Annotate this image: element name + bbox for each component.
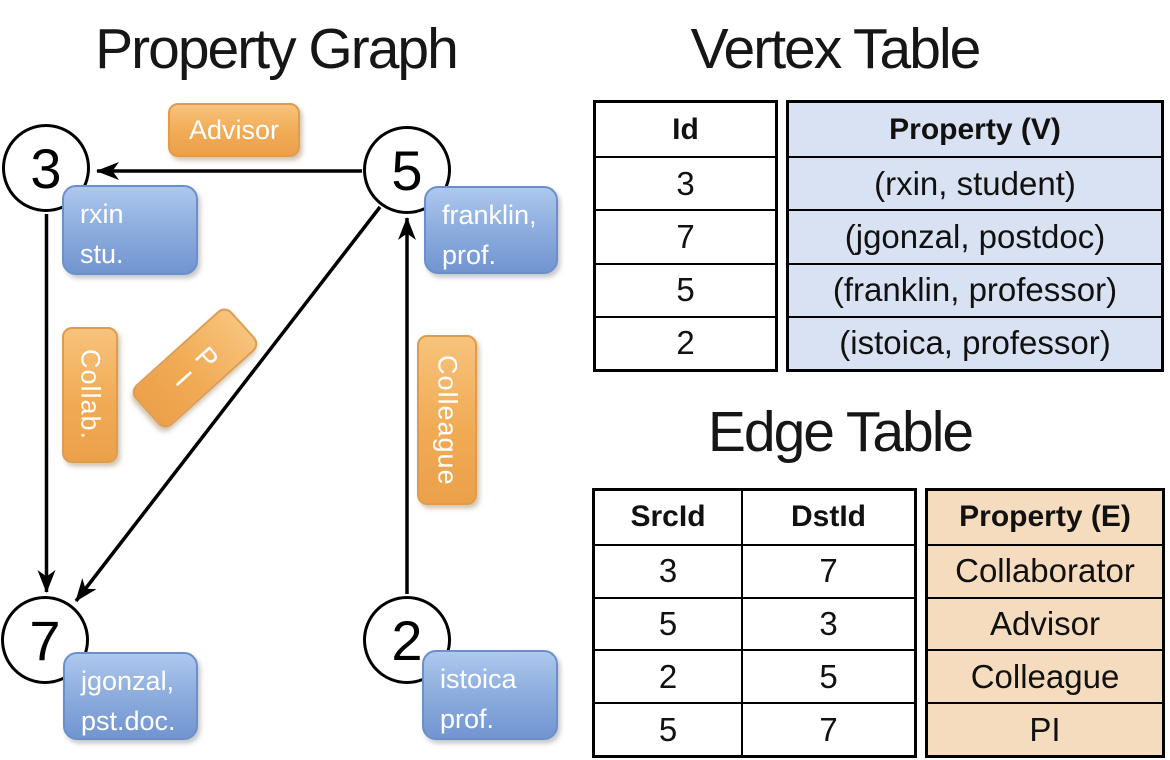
vertex-node-3-id: 3 [30, 136, 62, 200]
edge-arrow-5-to-7 [74, 205, 382, 603]
vertex-property-box-jgonzal: jgonzal, pst.doc. [63, 652, 198, 740]
vertex-table-header-id: Id [672, 112, 699, 146]
vertex-property-line: rxin [80, 199, 124, 229]
vertex-property-line: prof. [442, 240, 497, 270]
edge-table-cell: Collaborator [928, 543, 1162, 597]
vertex-property-line: franklin, [442, 200, 537, 230]
vertex-property-box-istoica: istoica prof. [422, 650, 558, 740]
edge-table-cell: Colleague [928, 649, 1162, 702]
vertex-table-id-column: Id 3 7 5 2 [593, 100, 778, 372]
edge-table-cell: Advisor [928, 596, 1162, 650]
vertex-table-cell: 5 [596, 262, 775, 316]
edge-table-property-column: Property (E) Collaborator Advisor Collea… [925, 488, 1165, 758]
vertex-table-cell: (jgonzal, postdoc) [789, 209, 1161, 262]
vertex-node-7-id: 7 [29, 608, 61, 672]
edge-table-cell: 3 [743, 596, 914, 650]
edge-table-cell: 5 [595, 702, 743, 755]
property-graph-title: Property Graph [95, 17, 459, 81]
vertex-table-header-property: Property (V) [889, 112, 1061, 146]
vertex-table-title: Vertex Table [690, 17, 982, 81]
vertex-table-cell: (istoica, professor) [789, 315, 1161, 369]
edge-table-header-property: Property (E) [959, 500, 1131, 534]
edge-table-header-srcid: SrcId [595, 491, 743, 544]
vertex-property-line: prof. [440, 704, 495, 734]
edge-table-cell: 7 [743, 702, 914, 755]
vertex-property-box-rxin: rxin stu. [62, 185, 198, 275]
edge-table-id-columns: SrcId DstId 3 7 5 3 2 5 5 7 [592, 488, 917, 758]
vertex-property-line: pst.doc. [81, 706, 176, 736]
vertex-property-box-franklin: franklin, prof. [424, 186, 558, 274]
edge-table-cell: PI [928, 702, 1162, 755]
edge-table-cell: 2 [595, 649, 743, 703]
vertex-property-line: istoica [440, 664, 517, 694]
vertex-node-3: 3 [2, 124, 90, 212]
edge-table-cell: 7 [743, 543, 914, 597]
edge-label-colleague-text: Colleague [432, 354, 463, 486]
edge-label-colleague: Colleague [417, 335, 477, 505]
vertex-property-line: jgonzal, [81, 666, 175, 696]
vertex-property-line: stu. [80, 239, 124, 269]
edge-table-header-dstid: DstId [791, 500, 866, 534]
edge-table-cell: 3 [595, 543, 743, 597]
edge-table-title: Edge Table [707, 400, 974, 464]
edge-table-cell: 5 [743, 649, 914, 702]
vertex-table-cell: 3 [596, 156, 775, 209]
edge-label-advisor-text: Advisor [188, 114, 280, 145]
vertex-table-cell: 2 [596, 315, 775, 369]
vertex-table-cell: (rxin, student) [789, 156, 1161, 209]
vertex-node-2-id: 2 [391, 608, 423, 672]
vertex-node-5-id: 5 [391, 138, 423, 202]
edge-label-collab: Collab. [62, 327, 118, 463]
vertex-table-cell: (franklin, professor) [789, 262, 1161, 316]
vertex-table-property-column: Property (V) (rxin, student) (jgonzal, p… [786, 100, 1164, 372]
edge-label-collab-text: Collab. [75, 349, 106, 441]
vertex-table-cell: 7 [596, 209, 775, 262]
edge-label-advisor: Advisor [168, 103, 300, 157]
edge-table-cell: 5 [595, 596, 743, 650]
